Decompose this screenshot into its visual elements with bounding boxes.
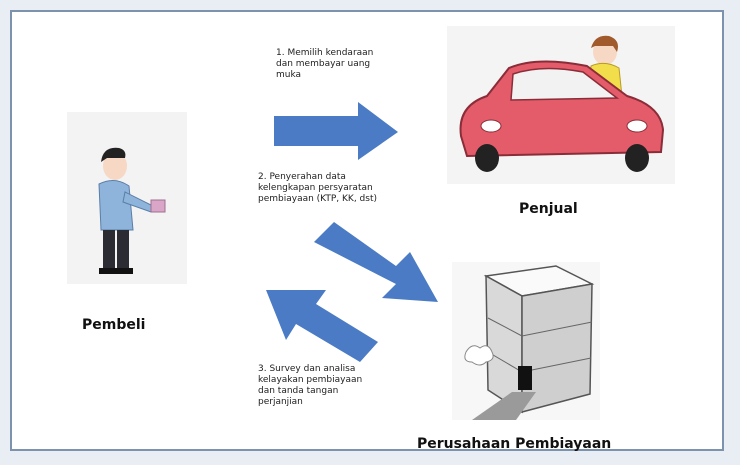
step-3-line-1: 3. Survey dan analisa: [258, 364, 356, 374]
buyer-illustration: [67, 112, 187, 284]
step-1-text: 1. Memilih kendaraan dan membayar uang m…: [276, 48, 373, 81]
step-1-line-2: dan membayar uang: [276, 59, 371, 69]
step-1-line-3: muka: [276, 70, 302, 80]
seller-label: Penjual: [519, 201, 578, 217]
arrow-step-2: [314, 222, 438, 302]
finance-company-label: Perusahaan Pembiayaan: [417, 436, 612, 452]
finance-company-illustration: [452, 262, 600, 420]
step-1-line-1: 1. Memilih kendaraan: [276, 48, 374, 58]
arrow-step-1: [274, 102, 398, 160]
step-3-line-3: dan tanda tangan: [258, 386, 339, 396]
step-2-line-1: 2. Penyerahan data: [258, 172, 346, 182]
diagram-frame: Pembeli Penjual: [10, 10, 724, 452]
step-3-text: 3. Survey dan analisa kelayakan pembiaya…: [258, 364, 362, 408]
step-3-line-2: kelayakan pembiayaan: [258, 375, 363, 385]
step-3-line-4: perjanjian: [258, 397, 303, 407]
step-2-line-2: kelengkapan persyaratan: [258, 183, 373, 193]
buyer-label: Pembeli: [82, 317, 146, 333]
step-2-line-3: pembiayaan (KTP, KK, dst): [258, 194, 377, 204]
seller-illustration: [447, 26, 675, 184]
arrow-step-3: [266, 290, 378, 362]
step-2-text: 2. Penyerahan data kelengkapan persyarat…: [258, 172, 377, 205]
